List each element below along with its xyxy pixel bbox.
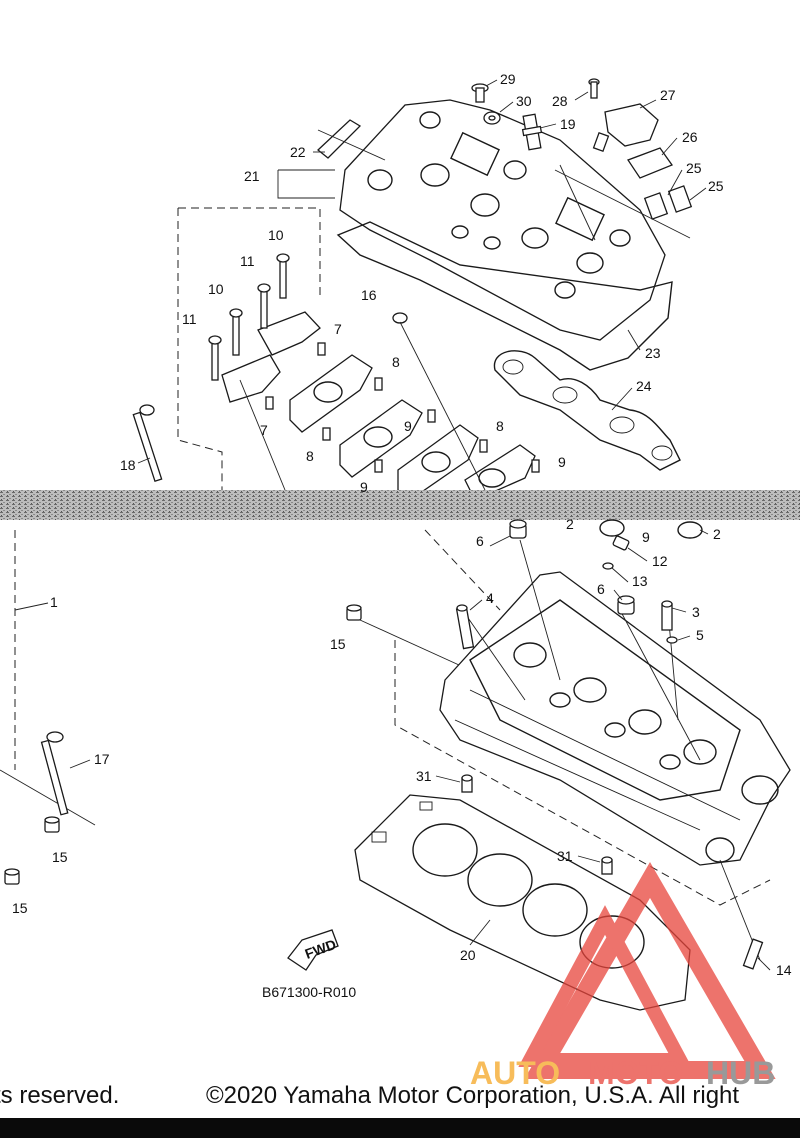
pipe-3 xyxy=(661,600,673,631)
callout-8b: 8 xyxy=(306,448,314,464)
callout-27: 27 xyxy=(660,87,676,103)
ignition-coil-27 xyxy=(592,103,659,153)
callout-22: 22 xyxy=(290,144,306,160)
bolt-29 xyxy=(471,83,489,103)
callout-8a: 8 xyxy=(392,354,400,370)
scan-band xyxy=(0,490,800,520)
callout-25a: 25 xyxy=(686,160,702,176)
o-ring-13 xyxy=(602,562,614,570)
leader-lines xyxy=(69,79,771,971)
plug-6 xyxy=(509,519,527,539)
footer-copyright-text: ©2020 Yamaha Motor Corporation, U.S.A. A… xyxy=(206,1082,740,1109)
automotohub-watermark: AUTO MOTO HUB xyxy=(470,862,776,1091)
callout-31a: 31 xyxy=(416,768,432,784)
callout-13: 13 xyxy=(632,573,648,589)
connector-25 xyxy=(643,185,693,220)
callout-31b: 31 xyxy=(557,848,573,864)
callout-labels: 1 2 2 3 4 5 6 6 7 7 8 8 8 9 9 9 9 10 10 … xyxy=(12,71,792,978)
cover-gasket xyxy=(336,221,673,371)
callout-10b: 10 xyxy=(208,281,224,297)
callout-16: 16 xyxy=(361,287,377,303)
callout-20: 20 xyxy=(460,947,476,963)
washer-30 xyxy=(483,111,501,125)
callout-9d: 9 xyxy=(642,529,650,545)
plug-6b xyxy=(617,595,635,615)
callout-11b: 11 xyxy=(182,311,197,327)
bolt-12 xyxy=(612,535,630,551)
bottom-bar xyxy=(0,1118,800,1138)
callout-14: 14 xyxy=(776,962,792,978)
callout-11a: 11 xyxy=(240,253,255,269)
callout-2b: 2 xyxy=(713,526,721,542)
stud-14 xyxy=(742,938,764,970)
callout-6a: 6 xyxy=(476,533,484,549)
callout-15a: 15 xyxy=(330,636,346,652)
copyright-footer: ts reserved. ©2020 Yamaha Motor Corporat… xyxy=(0,1082,800,1118)
callout-7a: 7 xyxy=(334,321,342,337)
callout-5: 5 xyxy=(696,627,704,643)
callout-12: 12 xyxy=(652,553,668,569)
callout-7b: 7 xyxy=(260,422,268,438)
callout-30: 30 xyxy=(516,93,532,109)
svg-text:AUTO: AUTO xyxy=(470,1055,560,1091)
callout-3: 3 xyxy=(692,604,700,620)
bolt-28 xyxy=(588,78,600,99)
callout-25b: 25 xyxy=(708,178,724,194)
callout-9a: 9 xyxy=(404,418,412,434)
bolt-17 xyxy=(40,731,69,816)
bolt-18 xyxy=(132,404,163,483)
callout-1: 1 xyxy=(50,594,58,610)
camshaft-cap-upper xyxy=(221,311,321,403)
callout-4: 4 xyxy=(486,590,494,606)
plug-hole-seal xyxy=(493,350,681,471)
valve-cover xyxy=(339,99,666,341)
callout-17: 17 xyxy=(94,751,110,767)
plug-15a xyxy=(346,604,362,621)
callout-9b: 9 xyxy=(558,454,566,470)
spark-plug-19 xyxy=(521,113,543,151)
sleeve-4 xyxy=(455,604,475,650)
plate-26 xyxy=(627,147,674,179)
dowel-31b xyxy=(601,856,613,875)
callout-29: 29 xyxy=(500,71,516,87)
callout-15b: 15 xyxy=(52,849,68,865)
callout-10a: 10 xyxy=(268,227,284,243)
washer-16 xyxy=(392,312,408,324)
svg-text:HUB: HUB xyxy=(706,1055,775,1091)
callout-8c: 8 xyxy=(496,418,504,434)
bolts-10-11 xyxy=(208,253,290,381)
callout-6b: 6 xyxy=(597,581,605,597)
clip-2a xyxy=(599,519,625,537)
footer-left-text: ts reserved. xyxy=(0,1082,120,1109)
clip-2b xyxy=(677,521,703,539)
callout-15c: 15 xyxy=(12,900,28,916)
callout-21: 21 xyxy=(244,168,260,184)
ref-code: B671300-R010 xyxy=(262,984,356,1000)
callout-18: 18 xyxy=(120,457,136,473)
callout-24: 24 xyxy=(636,378,652,394)
fwd-arrow: FWD xyxy=(287,929,339,971)
callout-2a: 2 xyxy=(566,516,574,532)
callout-9c: 9 xyxy=(360,479,368,495)
lifter-blocks xyxy=(289,354,536,501)
plug-15c xyxy=(4,868,20,885)
callout-26: 26 xyxy=(682,129,698,145)
callout-19: 19 xyxy=(560,116,576,132)
svg-text:MOTO: MOTO xyxy=(588,1055,683,1091)
dowel-pins xyxy=(265,342,540,473)
cylinder-head xyxy=(439,571,791,866)
o-ring-5 xyxy=(666,636,678,644)
plug-15b xyxy=(44,816,60,833)
callout-23: 23 xyxy=(645,345,661,361)
callout-28: 28 xyxy=(552,93,568,109)
dowel-31a xyxy=(461,774,473,793)
